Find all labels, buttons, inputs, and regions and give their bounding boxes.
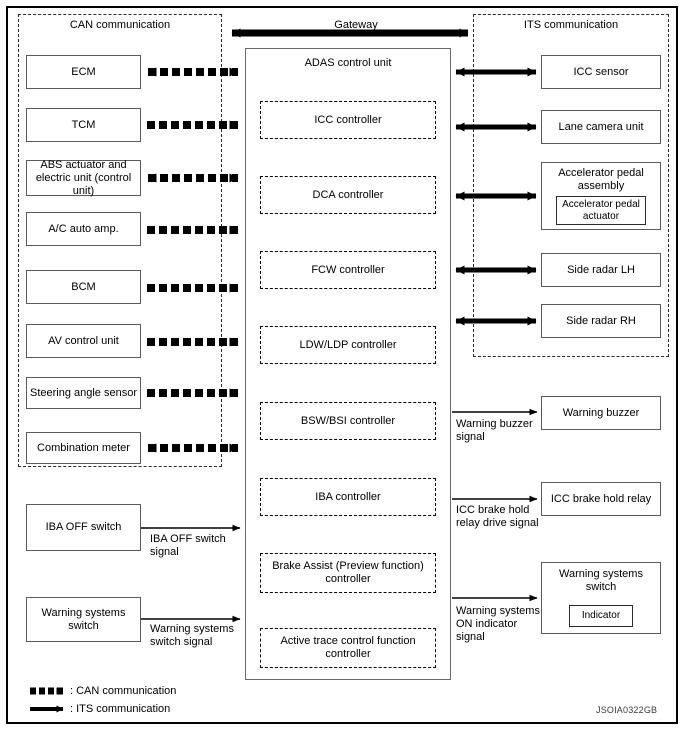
node-icc-brake-hold-relay[interactable]: ICC brake hold relay [541,482,661,516]
node-label: BCM [71,280,96,293]
node-label: Warning systems switch [41,606,126,632]
controller-label: DCA controller [312,188,384,201]
controller-active-trace-control[interactable]: Active trace control function controller [260,628,436,668]
group-label-its: ITS communication [523,19,619,31]
node-warning-systems-indicator[interactable]: Indicator [569,605,633,627]
signal-label-iba-off-switch: IBA OFF switch signal [150,533,226,558]
signal-label-warning-systems-on-indicator: Warning systems ON indicator signal [456,605,540,643]
legend-label-its: : ITS communication [70,703,171,715]
group-label-can: CAN communication [69,19,171,31]
controller-label: ICC controller [314,113,382,126]
node-label: AV control unit [48,334,119,347]
controller-label: Brake Assist (Preview function) controll… [272,560,424,585]
adas-control-unit-title: ADAS control unit [304,57,392,69]
controller-iba[interactable]: IBA controller [260,478,436,516]
node-label: IBA OFF switch [45,521,122,533]
controller-label: IBA controller [315,490,381,503]
node-iba-off-switch[interactable]: IBA OFF switch [26,504,141,551]
node-side-radar-rh[interactable]: Side radar RH [541,304,661,338]
controller-label: LDW/LDP controller [299,338,397,351]
node-label: A/C auto amp. [48,222,119,235]
node-warning-systems-switch-left[interactable]: Warning systems switch [26,597,141,642]
node-bcm[interactable]: BCM [26,270,141,304]
controller-label: Active trace control function controller [280,635,416,660]
node-av-control-unit[interactable]: AV control unit [26,324,141,358]
node-label: ABS actuator and electric unit (control … [35,158,132,197]
signal-label-warning-buzzer: Warning buzzer signal [456,418,533,443]
node-label: Side radar LH [567,263,635,276]
controller-dca[interactable]: DCA controller [260,176,436,214]
node-ecm[interactable]: ECM [26,55,141,89]
node-accelerator-pedal-actuator[interactable]: Accelerator pedal actuator [556,196,646,225]
node-label: Side radar RH [566,314,636,327]
node-steering-angle-sensor[interactable]: Steering angle sensor [26,377,141,409]
node-label: Warning buzzer [562,406,640,419]
signal-label-warning-systems-switch: Warning systems switch signal [150,623,234,648]
node-ac-auto-amp[interactable]: A/C auto amp. [26,212,141,246]
node-label: ICC brake hold relay [550,492,652,505]
group-label-gateway: Gateway [334,19,378,31]
node-label: Accelerator pedal actuator [562,198,640,222]
node-label: Warning systems switch [559,568,643,593]
node-side-radar-lh[interactable]: Side radar LH [541,253,661,287]
node-tcm[interactable]: TCM [26,108,141,142]
node-label: TCM [71,118,96,131]
signal-label-icc-brake-hold-relay: ICC brake hold relay drive signal [456,504,539,529]
controller-label: FCW controller [311,263,385,276]
diagram-outer-frame [6,6,678,724]
node-label: Steering angle sensor [29,386,137,399]
node-label: Indicator [581,610,621,621]
controller-icc[interactable]: ICC controller [260,101,436,139]
node-lane-camera-unit[interactable]: Lane camera unit [541,110,661,144]
legend-label-can: : CAN communication [70,685,177,697]
node-combination-meter[interactable]: Combination meter [26,432,141,464]
node-icc-sensor[interactable]: ICC sensor [541,55,661,89]
node-label: ECM [71,65,96,78]
controller-brake-assist-preview[interactable]: Brake Assist (Preview function) controll… [260,553,436,593]
controller-label: BSW/BSI controller [300,414,396,427]
node-label: Combination meter [37,441,130,454]
controller-bsw-bsi[interactable]: BSW/BSI controller [260,402,436,440]
node-label: Lane camera unit [558,120,644,133]
group-region-can [18,14,222,467]
figure-code: JSOIA0322GB [596,705,658,715]
controller-fcw[interactable]: FCW controller [260,251,436,289]
group-region-its [473,14,669,357]
controller-ldw-ldp[interactable]: LDW/LDP controller [260,326,436,364]
node-abs-actuator[interactable]: ABS actuator and electric unit (control … [26,158,141,197]
node-label: ICC sensor [573,65,629,78]
node-label: Accelerator pedal assembly [558,167,644,192]
node-warning-buzzer[interactable]: Warning buzzer [541,396,661,430]
